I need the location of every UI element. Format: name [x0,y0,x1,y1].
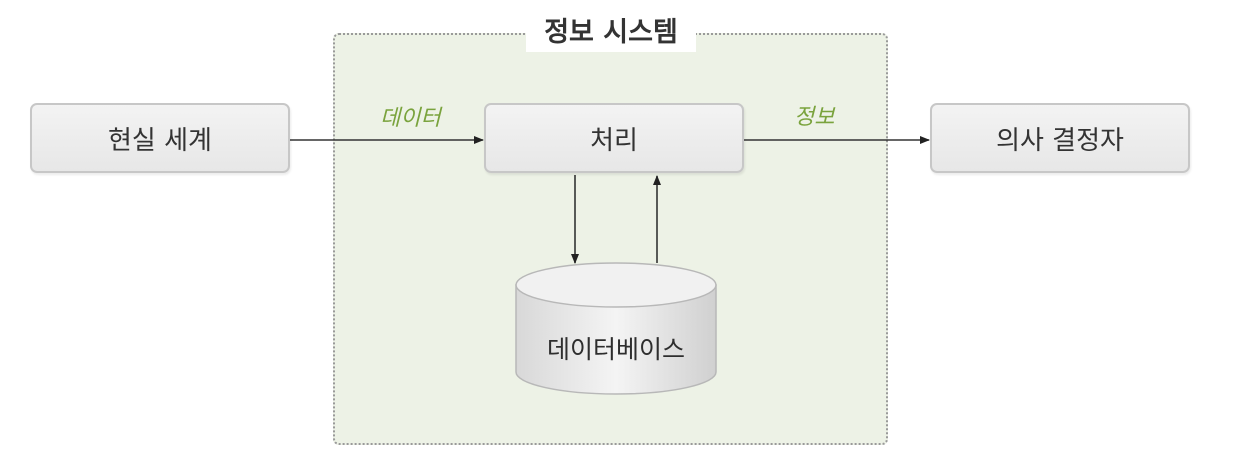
database-cylinder [515,262,717,395]
info-flow-label: 정보 [794,105,835,130]
data-flow-label: 데이터 [380,106,441,131]
real-world-label: 현실 세계 [108,125,212,156]
processing-label: 처리 [590,125,638,156]
decision-maker-box: 의사 결정자 [930,103,1190,173]
real-world-box: 현실 세계 [30,103,290,173]
processing-box: 처리 [484,103,744,173]
decision-maker-label: 의사 결정자 [996,125,1124,156]
database-label: 데이터베이스 [546,335,685,364]
system-title: 정보 시스템 [526,14,696,52]
